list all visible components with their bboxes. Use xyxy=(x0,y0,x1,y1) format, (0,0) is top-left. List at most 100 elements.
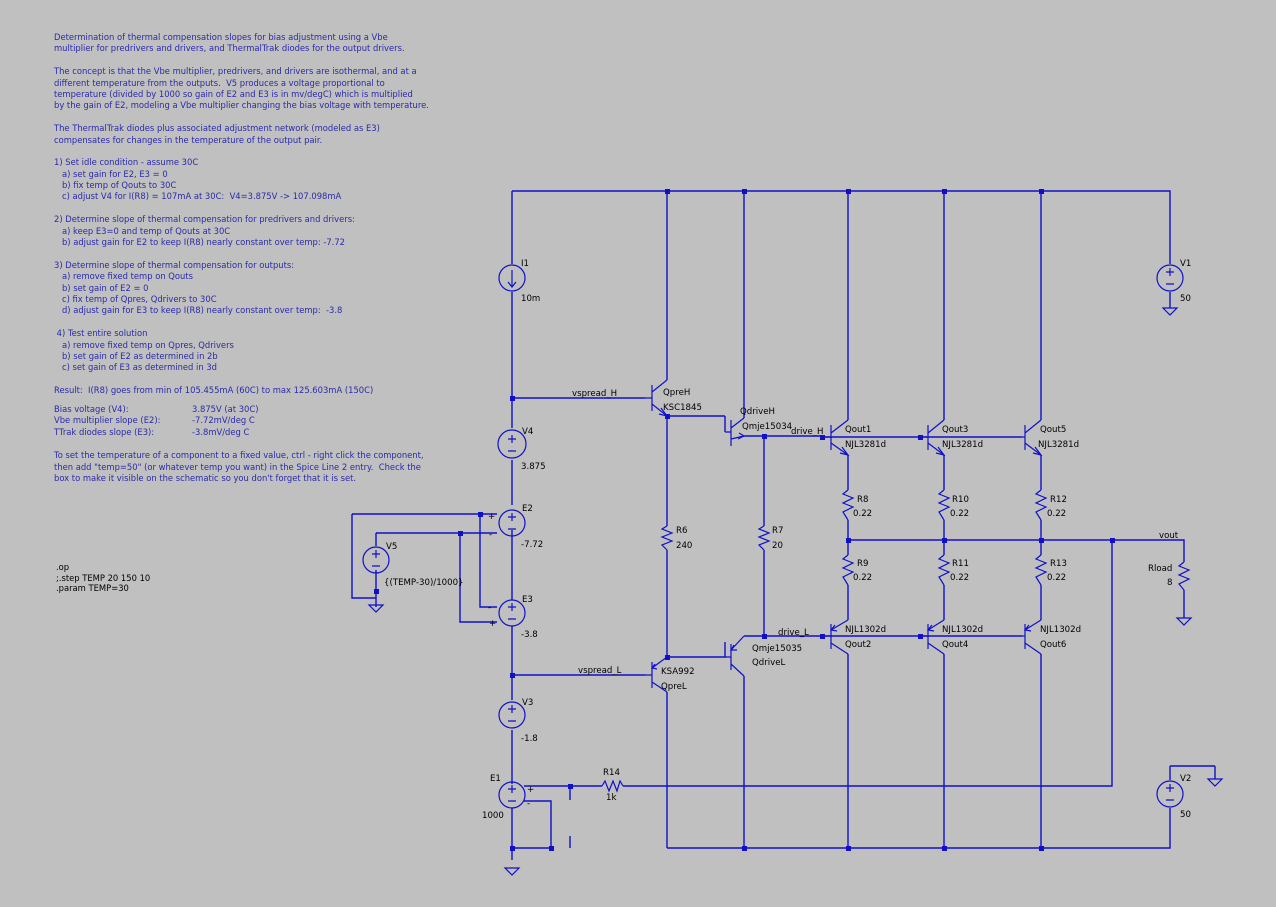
component-label: Qout3 xyxy=(942,425,968,435)
voltage-source-v3[interactable]: V3 -1.8 xyxy=(498,698,538,744)
component-label: - xyxy=(527,799,530,809)
note-line: c) set gain of E3 as determined in 3d xyxy=(54,362,217,373)
component-label: 0.22 xyxy=(950,573,969,583)
component-label: KSC1845 xyxy=(663,403,702,413)
component-label: Qmje15034 xyxy=(742,422,792,432)
component-label: Qout6 xyxy=(1040,640,1066,650)
bias-row: Bias voltage (V4):3.875V (at 30C) xyxy=(54,404,259,414)
resistor-r10[interactable]: R10 0.22 xyxy=(937,489,969,521)
component-label: Rload xyxy=(1148,564,1172,574)
component-label: -1.8 xyxy=(521,734,538,744)
note-line: b) fix temp of Qouts to 30C xyxy=(54,180,177,191)
voltage-source-v1[interactable]: V1 50 xyxy=(1156,259,1191,308)
note-line: 4) Test entire solution xyxy=(54,328,148,339)
component-label: NJL3281d xyxy=(942,440,983,450)
transistor-qdriveh[interactable]: QdriveH Qmje15034 xyxy=(725,407,792,446)
component-label: R7 xyxy=(772,526,783,536)
component-label: NJL1302d xyxy=(845,625,886,635)
component-label: 1000 xyxy=(482,811,504,821)
component-label: NJL1302d xyxy=(1040,625,1081,635)
note-line: compensates for changes in the temperatu… xyxy=(54,134,323,145)
dependent-source-e3[interactable]: - + E3 -3.8 xyxy=(488,595,538,640)
net-vspread-l: vspread_L xyxy=(578,666,622,676)
resistor-rload[interactable]: Rload 8 xyxy=(1148,561,1191,591)
resistor-r9[interactable]: R9 0.22 xyxy=(841,554,872,586)
component-label: + xyxy=(527,785,534,795)
component-label: 50 xyxy=(1180,810,1191,820)
component-label: NJL1302d xyxy=(942,625,983,635)
transistor-qout5[interactable]: Qout5 NJL3281d xyxy=(1022,419,1079,456)
dependent-source-e2[interactable]: + - E2 -7.72 xyxy=(488,504,543,550)
transistor-qdrivel[interactable]: Qmje15035 QdriveL xyxy=(725,635,802,677)
resistor-r6[interactable]: R6 240 xyxy=(660,525,692,551)
component-label: QdriveH xyxy=(740,407,775,417)
bias-summary: Bias voltage (V4):3.875V (at 30C) Vbe mu… xyxy=(54,404,424,484)
component-label: R11 xyxy=(952,559,969,569)
resistor-r13[interactable]: R13 0.22 xyxy=(1034,554,1067,586)
component-label: V4 xyxy=(522,427,533,437)
note-line: 1) Set idle condition - assume 30C xyxy=(54,157,199,168)
component-label: NJL3281d xyxy=(845,440,886,450)
howto-line: box to make it visible on the schematic … xyxy=(54,472,357,483)
note-line: by the gain of E2, modeling a Vbe multip… xyxy=(54,100,429,111)
component-label: V2 xyxy=(1180,774,1191,784)
spice-param[interactable]: .param TEMP=30 xyxy=(56,583,129,594)
component-label: 0.22 xyxy=(853,573,872,583)
transistor-qout3[interactable]: Qout3 NJL3281d xyxy=(920,419,983,456)
resistor-r12[interactable]: R12 0.22 xyxy=(1034,489,1067,521)
note-line: 3) Determine slope of thermal compensati… xyxy=(54,259,295,270)
resistor-r7[interactable]: R7 20 xyxy=(757,525,783,551)
component-label: - xyxy=(488,603,491,613)
voltage-source-v2[interactable]: V2 50 xyxy=(1156,774,1191,820)
component-label: - xyxy=(489,530,492,540)
component-label: I1 xyxy=(521,259,529,269)
resistor-r8[interactable]: R8 0.22 xyxy=(841,489,872,521)
component-label: R9 xyxy=(857,559,868,569)
resistor-r14[interactable]: R14 1k xyxy=(601,768,624,803)
transistor-qpreh[interactable]: QpreH KSC1845 xyxy=(645,379,702,417)
dependent-source-e1[interactable]: + - E1 1000 xyxy=(482,774,534,821)
component-label: + xyxy=(489,619,496,629)
component-label: E3 xyxy=(522,595,533,605)
current-source-i1[interactable]: I1 10m xyxy=(498,259,540,304)
howto-line: then add "temp=50" (or whatever temp you… xyxy=(54,461,421,472)
voltage-source-v5[interactable]: V5 {(TEMP-30)/1000} xyxy=(362,542,464,588)
component-label: E2 xyxy=(522,504,533,514)
component-label: R8 xyxy=(857,495,868,505)
component-label: V3 xyxy=(522,698,533,708)
note-line: temperature (divided by 1000 so gain of … xyxy=(54,88,413,99)
net-drive-l: drive_L xyxy=(778,628,809,638)
transistor-qout2[interactable]: NJL1302d Qout2 xyxy=(822,619,886,655)
component-label: R10 xyxy=(952,495,969,505)
transistor-qout1[interactable]: Qout1 NJL3281d xyxy=(822,419,886,456)
net-vspread-h: vspread_H xyxy=(572,389,617,399)
howto-line: To set the temperature of a component to… xyxy=(54,450,424,461)
note-line: a) keep E3=0 and temp of Qouts at 30C xyxy=(54,225,231,236)
component-label: {(TEMP-30)/1000} xyxy=(384,578,464,588)
component-label: 10m xyxy=(521,294,540,304)
note-line: d) adjust gain for E3 to keep I(R8) near… xyxy=(54,305,343,316)
component-label: + xyxy=(488,512,495,522)
component-label: KSA992 xyxy=(661,667,695,677)
bias-row: Vbe multiplier slope (E2):-7.72mV/deg C xyxy=(54,415,255,426)
transistor-qout4[interactable]: NJL1302d Qout4 xyxy=(920,619,983,655)
note-line: The ThermalTrak diodes plus associated a… xyxy=(54,123,380,134)
resistor-r11[interactable]: R11 0.22 xyxy=(937,554,969,586)
component-label: 50 xyxy=(1180,294,1191,304)
note-line: multiplier for predrivers and drivers, a… xyxy=(54,43,405,54)
ground-symbols xyxy=(367,307,1224,876)
note-line: Determination of thermal compensation sl… xyxy=(54,32,388,42)
wires[interactable] xyxy=(351,190,1215,860)
transistor-qprel[interactable]: KSA992 QpreL xyxy=(645,656,695,693)
voltage-source-v4[interactable]: V4 3.875 xyxy=(497,427,546,472)
spice-directives[interactable]: .op ;.step TEMP 20 150 10 .param TEMP=30 xyxy=(56,562,150,594)
net-vout: vout xyxy=(1159,531,1179,541)
component-label: R14 xyxy=(603,768,620,778)
component-label: Qout4 xyxy=(942,640,968,650)
transistor-qout6[interactable]: NJL1302d Qout6 xyxy=(1022,619,1081,655)
spice-op[interactable]: .op xyxy=(56,562,70,572)
note-line: a) set gain for E2, E3 = 0 xyxy=(54,168,168,179)
spice-step[interactable]: ;.step TEMP 20 150 10 xyxy=(56,572,151,583)
